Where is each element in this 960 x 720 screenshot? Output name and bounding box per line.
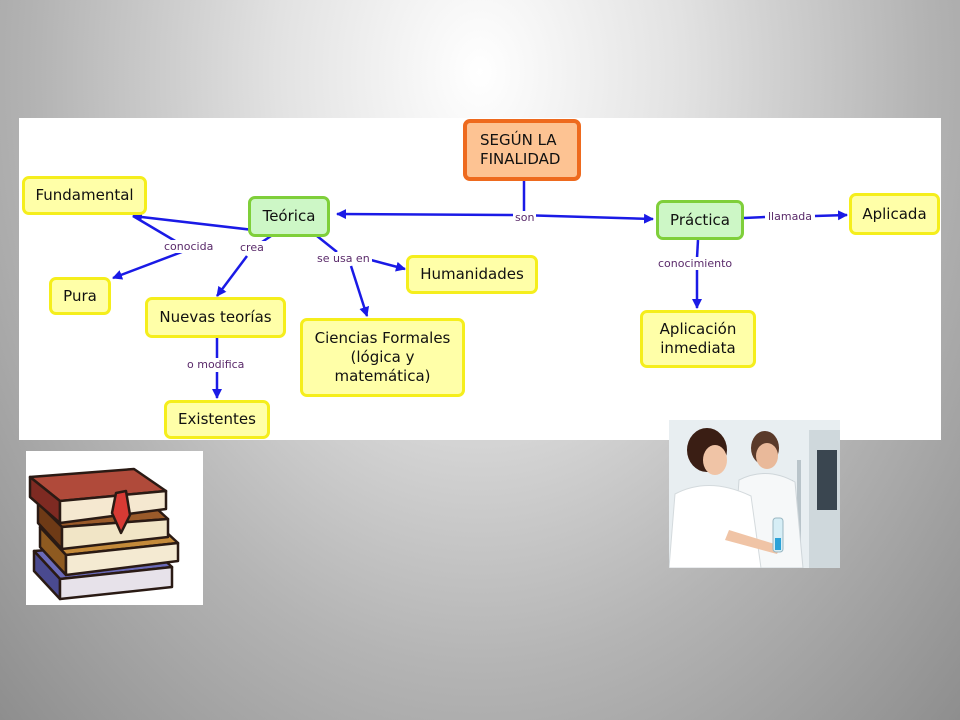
link-label-son: son bbox=[513, 211, 537, 224]
arrow-seusa-to-ciencias bbox=[349, 265, 370, 317]
arrow-teorica-to-pura bbox=[112, 248, 188, 280]
lab-image bbox=[669, 420, 840, 568]
arrow-segun-to-teorica bbox=[336, 209, 520, 220]
lab-scientists-icon bbox=[669, 420, 840, 568]
link-label-llamada: llamada bbox=[766, 210, 815, 223]
arrow-teorica-to-fundamental bbox=[132, 212, 263, 233]
link-label-se-usa-en: se usa en bbox=[315, 252, 372, 265]
arrow-teorica-to-nuevas bbox=[216, 255, 248, 297]
node-teorica: Teórica bbox=[248, 196, 330, 237]
node-nuevas-teorias: Nuevas teorías bbox=[145, 297, 286, 338]
link-label-crea: crea bbox=[238, 241, 266, 254]
node-humanidades: Humanidades bbox=[406, 255, 538, 294]
link-label-conocimiento: conocimiento bbox=[656, 257, 735, 270]
arrow-seusa-to-humanidades bbox=[370, 258, 406, 272]
books-icon bbox=[28, 467, 180, 601]
link-teorica-seusa bbox=[316, 235, 338, 253]
node-fundamental: Fundamental bbox=[22, 176, 147, 215]
link-practica-conocimiento bbox=[695, 239, 700, 259]
link-practica-llamada bbox=[743, 215, 766, 220]
node-practica: Práctica bbox=[656, 200, 744, 240]
arrow-llamada-to-aplicada bbox=[814, 210, 848, 221]
connector-layer bbox=[112, 178, 848, 399]
node-segun-la-finalidad: SEGÚN LA FINALIDAD bbox=[463, 119, 581, 181]
books-image bbox=[26, 451, 203, 605]
node-ciencias-formales: Ciencias Formales (lógica y matemática) bbox=[300, 318, 465, 397]
concept-map: SEGÚN LA FINALIDAD Teórica Práctica Fund… bbox=[19, 118, 941, 440]
link-label-o-modifica: o modifica bbox=[185, 358, 247, 371]
node-aplicada: Aplicada bbox=[849, 193, 940, 235]
link-label-conocida: conocida bbox=[162, 240, 216, 253]
node-aplicacion-inmediata: Aplicación inmediata bbox=[640, 310, 756, 368]
node-existentes: Existentes bbox=[164, 400, 270, 439]
arrow-segun-to-practica bbox=[518, 213, 654, 224]
node-pura: Pura bbox=[49, 277, 111, 315]
